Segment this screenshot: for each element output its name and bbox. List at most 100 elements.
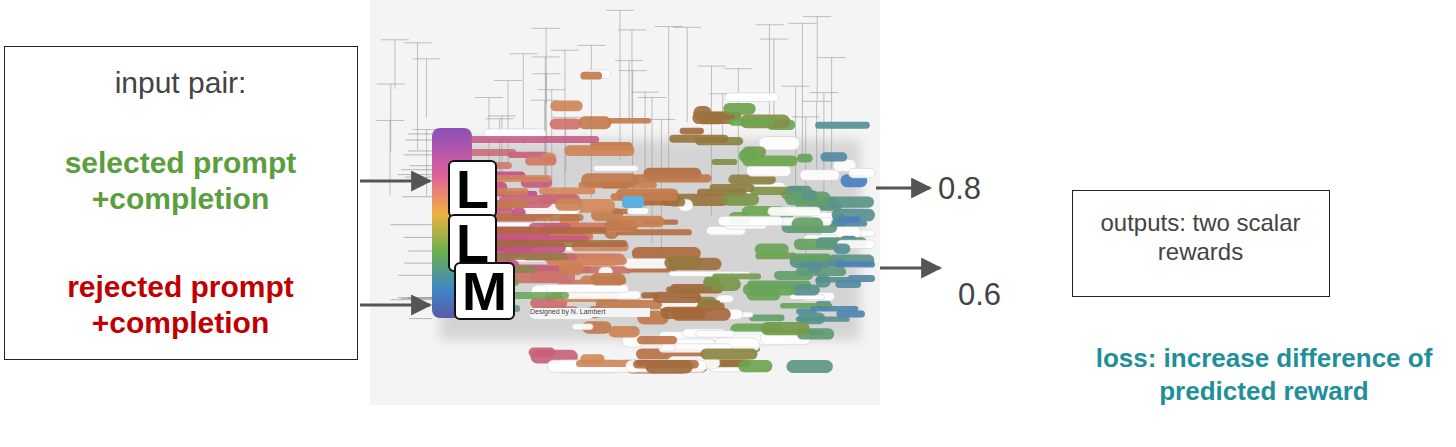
color-bar bbox=[653, 292, 701, 303]
output-arrow bbox=[876, 187, 930, 190]
illustration-ground bbox=[370, 0, 880, 405]
box-text: input pair: bbox=[16, 65, 346, 101]
thin-wire bbox=[816, 101, 817, 174]
thin-wire bbox=[687, 27, 688, 122]
thin-wire bbox=[831, 58, 832, 183]
thin-wire bbox=[488, 115, 516, 116]
thin-wire bbox=[724, 68, 752, 69]
color-bar bbox=[669, 135, 728, 143]
box-text: selected prompt +completion bbox=[46, 145, 316, 217]
thin-wire bbox=[404, 263, 432, 264]
thin-wire bbox=[697, 66, 725, 67]
color-bar bbox=[637, 336, 677, 344]
thin-wire bbox=[409, 165, 432, 166]
thin-wire bbox=[404, 42, 432, 43]
thin-wire bbox=[606, 10, 634, 11]
thin-wire bbox=[401, 169, 432, 170]
thin-wire bbox=[532, 73, 560, 74]
color-bar bbox=[723, 103, 755, 115]
white-pill bbox=[718, 216, 783, 226]
color-bar bbox=[539, 187, 595, 194]
thin-wire bbox=[486, 118, 514, 119]
color-bar bbox=[608, 326, 639, 337]
color-bar bbox=[802, 190, 818, 200]
thin-wire bbox=[390, 120, 391, 195]
color-bar bbox=[835, 280, 861, 288]
thin-wire bbox=[391, 224, 432, 225]
white-pill bbox=[624, 258, 670, 268]
color-bar bbox=[827, 196, 874, 207]
thin-wire bbox=[394, 40, 395, 89]
model-block: LLM bbox=[370, 0, 880, 405]
color-bar bbox=[743, 284, 795, 296]
thin-wire bbox=[803, 16, 831, 17]
input-output-box: outputs: two scalar rewards bbox=[1072, 190, 1330, 297]
thin-wire bbox=[494, 80, 522, 81]
thin-wire bbox=[673, 27, 701, 28]
thin-wire bbox=[782, 86, 810, 87]
thin-wire bbox=[404, 237, 432, 238]
thin-wire bbox=[391, 299, 432, 300]
color-bar bbox=[470, 149, 516, 156]
thin-wire bbox=[426, 130, 427, 196]
color-bar bbox=[839, 216, 861, 222]
white-pill bbox=[572, 324, 593, 330]
color-bar bbox=[834, 243, 851, 254]
thin-wire bbox=[773, 39, 774, 124]
thin-wire bbox=[409, 318, 432, 319]
thin-wire bbox=[404, 154, 432, 155]
thin-wire bbox=[376, 120, 404, 121]
thin-wire bbox=[405, 177, 432, 178]
color-bar bbox=[591, 273, 626, 286]
color-bar bbox=[712, 159, 738, 165]
llm-illustration bbox=[370, 0, 880, 405]
color-bar bbox=[666, 287, 712, 293]
thin-wire bbox=[475, 97, 503, 98]
color-bar bbox=[550, 119, 582, 130]
color-bar bbox=[786, 360, 832, 373]
thin-wire bbox=[552, 117, 580, 118]
thin-wire bbox=[408, 150, 432, 151]
designer-credit: Designed by N. Lambert bbox=[530, 308, 650, 317]
white-pill bbox=[725, 93, 778, 102]
thin-wire bbox=[531, 100, 559, 101]
white-pill bbox=[535, 284, 628, 292]
thin-wire bbox=[760, 39, 788, 40]
loss-note: loss: increase difference of predicted r… bbox=[1078, 342, 1450, 407]
thin-wire bbox=[398, 297, 432, 298]
thin-wire bbox=[545, 57, 546, 192]
color-bar bbox=[791, 285, 820, 296]
thin-wire bbox=[788, 23, 816, 24]
thin-wire bbox=[401, 298, 432, 299]
thin-wire bbox=[802, 23, 803, 161]
thin-wire bbox=[551, 50, 579, 51]
color-bar bbox=[530, 271, 568, 283]
color-bar bbox=[836, 311, 865, 318]
color-bar bbox=[578, 116, 611, 129]
thin-wire bbox=[398, 174, 432, 175]
color-bar bbox=[620, 216, 665, 227]
box-text: outputs: two scalar rewards bbox=[1092, 209, 1310, 267]
reward-value: 0.8 bbox=[938, 170, 1028, 209]
color-bar bbox=[664, 257, 701, 269]
model-letter: L bbox=[448, 160, 497, 218]
illustration-wires bbox=[376, 10, 846, 318]
thin-wire bbox=[538, 89, 566, 90]
thin-wire bbox=[619, 10, 620, 160]
color-bar bbox=[722, 193, 759, 205]
color-bar bbox=[796, 317, 850, 322]
color-bar bbox=[693, 106, 712, 120]
color-bar bbox=[729, 118, 774, 125]
white-pill bbox=[661, 345, 675, 352]
thin-wire bbox=[408, 133, 432, 134]
illustration-bars bbox=[470, 70, 875, 374]
color-bar bbox=[710, 184, 755, 192]
color-bar bbox=[755, 243, 789, 255]
thin-wire bbox=[803, 101, 831, 102]
input-arrow bbox=[360, 180, 430, 183]
thin-wire bbox=[509, 53, 537, 54]
color-bar bbox=[815, 122, 870, 129]
color-bar bbox=[700, 348, 757, 359]
color-bar bbox=[792, 217, 824, 231]
